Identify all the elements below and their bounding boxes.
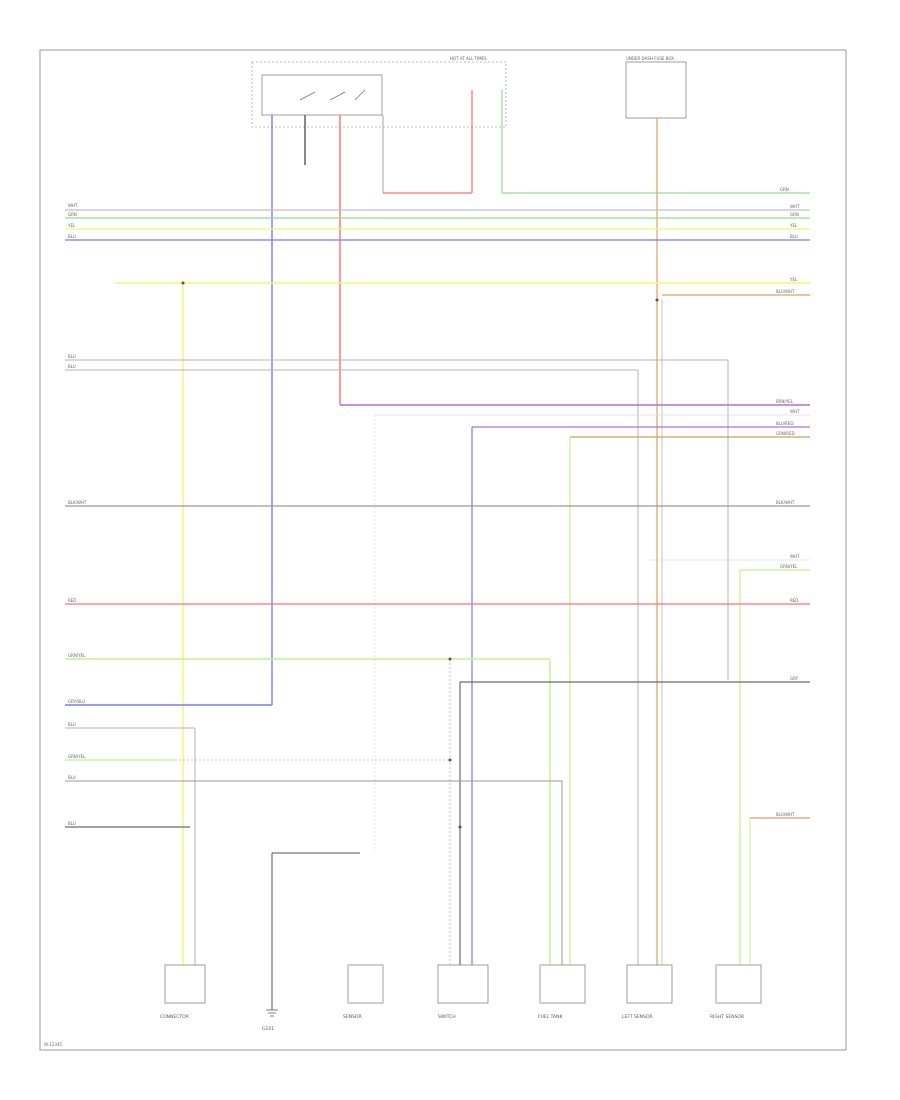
component-caption: FUEL TANK bbox=[538, 1014, 564, 1020]
relay-switch bbox=[299, 89, 366, 101]
wire-label-right: BRN/YEL bbox=[776, 399, 794, 404]
component-sensor-3 bbox=[626, 964, 673, 1004]
splice-dot bbox=[448, 657, 452, 661]
wire-label-left: GRN/YEL bbox=[68, 653, 86, 658]
wire-label-right: YEL bbox=[789, 223, 798, 228]
relay-box bbox=[261, 74, 383, 116]
right-box-caption: UNDER-DASH FUSE BOX bbox=[626, 56, 674, 61]
component-caption: G101 bbox=[262, 1026, 274, 1032]
wire-label-left: BLU bbox=[68, 234, 76, 239]
splice-dot bbox=[655, 298, 659, 302]
footer-code: W-12345 bbox=[44, 1042, 62, 1047]
wire-label-left: GRN/YEL bbox=[68, 754, 86, 759]
wire-label-left: GRY/BLU bbox=[68, 699, 85, 704]
diagram-frame bbox=[39, 49, 847, 1051]
wire-label-left: GRN bbox=[68, 212, 77, 217]
wire-label-left: BLU bbox=[68, 821, 76, 826]
wire-label-right: BLU/WHT bbox=[776, 812, 795, 817]
component-caption: SWITCH bbox=[438, 1014, 456, 1020]
wire-label-right: GRN bbox=[780, 187, 789, 192]
wire-label-left: RED bbox=[68, 598, 76, 603]
wire-label-left: BLK/WHT bbox=[68, 500, 87, 505]
wire-label-right: BLU/RED bbox=[776, 421, 793, 426]
wire-label-right: YEL bbox=[789, 277, 798, 282]
wire-label-left: BLU bbox=[68, 722, 76, 727]
splice-dot bbox=[448, 758, 452, 762]
wire-label-left: BLU bbox=[68, 364, 76, 369]
wire-label-right: GRN bbox=[790, 212, 799, 217]
wire-label-left: BLU bbox=[68, 354, 76, 359]
wire-label-right: WHT bbox=[790, 409, 800, 414]
wire-label-right: BLK/WHT bbox=[776, 500, 795, 505]
wire-label-right: BLU/WHT bbox=[776, 289, 795, 294]
component-caption: LEFT SENSOR bbox=[622, 1014, 653, 1020]
wire-label-left: BLU bbox=[68, 775, 76, 780]
fuse-box-right bbox=[625, 61, 687, 119]
ground-symbol bbox=[266, 1009, 278, 1017]
wire-label-left: YEL bbox=[67, 223, 76, 228]
splice-dot bbox=[181, 281, 185, 285]
splice-dot bbox=[458, 825, 462, 829]
top-box-caption: HOT AT ALL TIMES bbox=[450, 56, 487, 61]
component-caption: RIGHT SENSOR bbox=[710, 1014, 744, 1020]
component-caption: CONNECTOR bbox=[160, 1014, 189, 1020]
top-fuse-box bbox=[251, 61, 507, 128]
wire-label-left: WHT bbox=[68, 203, 78, 208]
wire-label-right: WHT bbox=[790, 204, 800, 209]
wire-label-right: GRN/RED bbox=[776, 431, 795, 436]
component-caption: SENSOR bbox=[343, 1014, 362, 1020]
component-connector bbox=[164, 964, 206, 1004]
wire-label-right: BLU bbox=[790, 234, 798, 239]
wire-label-right: WHT bbox=[790, 554, 800, 559]
component-sensor-1 bbox=[437, 964, 489, 1004]
wire-label-right: GRY bbox=[790, 676, 799, 681]
wire-label-right: GRN/YEL bbox=[780, 564, 798, 569]
component-sensor-4 bbox=[715, 964, 762, 1004]
component-switch-box bbox=[347, 964, 384, 1004]
wire-label-right: RED bbox=[790, 598, 798, 603]
component-sensor-2 bbox=[539, 964, 586, 1004]
